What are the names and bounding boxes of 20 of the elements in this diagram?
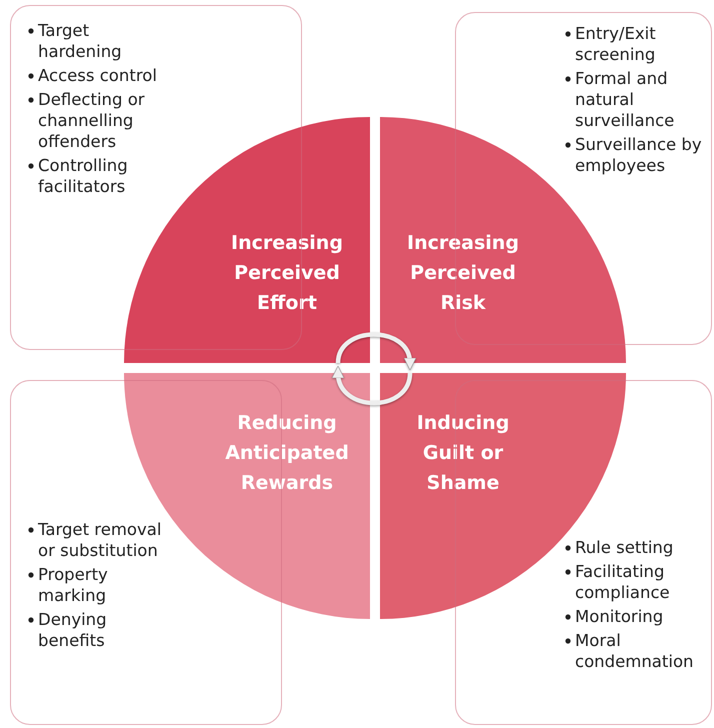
bullet-item: Rule setting — [575, 538, 674, 557]
bullet-item: Target hardening — [38, 21, 122, 61]
bullet-item: Monitoring — [575, 607, 664, 626]
bullet-item: Formal and natural surveillance — [575, 69, 674, 130]
bullet-item: Surveillance by employees — [575, 135, 702, 175]
bullet-item: Access control — [38, 66, 157, 85]
segment-title: Increasing Perceived Risk — [406, 231, 520, 316]
cycle-arrow — [332, 366, 412, 406]
bullet-item: Target removal or substitution — [38, 520, 162, 560]
bullet-item: Controlling facilitators — [38, 156, 128, 196]
cycle-arrow — [336, 332, 416, 370]
bullet-item: Facilitating compliance — [575, 562, 670, 602]
bullet-item: Deflecting or channelling offenders — [38, 90, 145, 151]
bullet-item: Entry/Exit screening — [575, 24, 656, 64]
bullet-item: Moral condemnation — [575, 631, 694, 671]
bullet-item: Property marking — [38, 565, 108, 605]
segment-title: Reducing Anticipated Rewards — [224, 411, 350, 496]
bullet-item: Denying benefits — [38, 610, 107, 650]
segment-title: Inducing Guilt or Shame — [416, 411, 510, 496]
segment-title: Increasing Perceived Effort — [230, 231, 344, 316]
